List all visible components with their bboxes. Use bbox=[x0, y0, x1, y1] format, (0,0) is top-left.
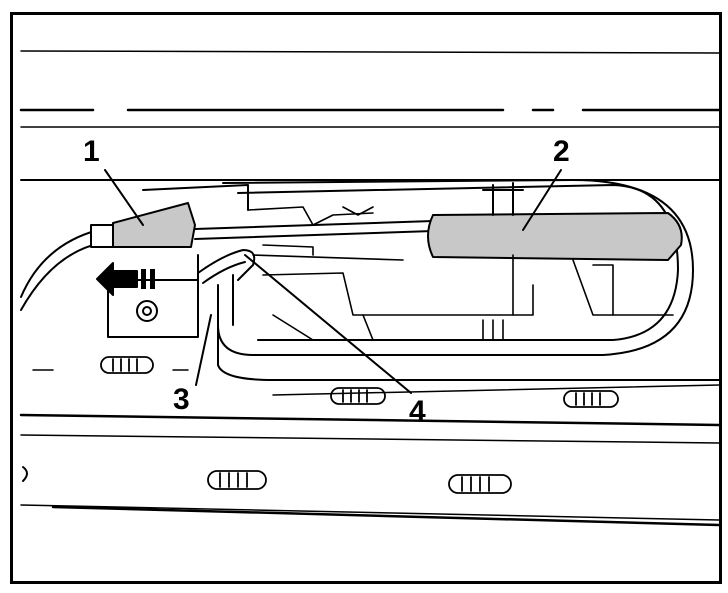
lower-rails bbox=[19, 413, 719, 527]
callout-1: 1 bbox=[83, 135, 100, 168]
slots bbox=[100, 356, 619, 494]
diagram-frame: 1 2 3 4 bbox=[10, 12, 722, 584]
retaining-clip bbox=[197, 249, 256, 284]
bowden-cable bbox=[20, 224, 122, 311]
upper-rails bbox=[19, 50, 719, 181]
leader-line-3 bbox=[195, 314, 212, 386]
leader-lines bbox=[104, 169, 562, 394]
callout-2: 2 bbox=[553, 135, 570, 168]
pull-direction-arrow bbox=[96, 262, 155, 296]
leader-line-1 bbox=[104, 169, 144, 226]
callout-4: 4 bbox=[409, 395, 426, 428]
inner-mechanism bbox=[247, 206, 674, 341]
mounting-plate bbox=[217, 274, 234, 326]
housing-outline bbox=[217, 179, 719, 396]
actuator-cylinder bbox=[427, 182, 683, 261]
cable-sleeve-component bbox=[112, 202, 434, 248]
technical-illustration bbox=[19, 50, 719, 527]
leader-line-2 bbox=[522, 169, 562, 231]
callout-3: 3 bbox=[173, 383, 190, 416]
leader-line-4 bbox=[244, 254, 412, 394]
release-bracket bbox=[107, 184, 249, 338]
